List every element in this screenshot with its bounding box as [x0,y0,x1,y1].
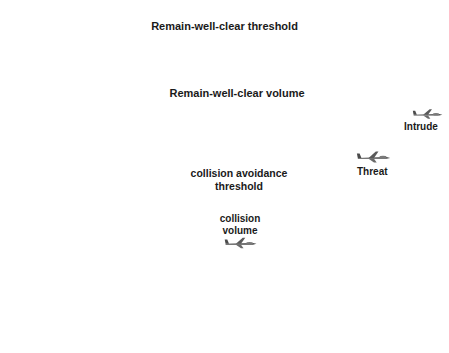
volume-label: collision volume [209,213,271,237]
threat-aircraft [357,152,390,163]
collision-cylinder: collision volume [195,198,285,260]
threshold-cylinder [148,136,330,272]
intruder-aircraft [413,109,443,119]
threshold-cylinder: collision volume collision avoidance thre… [148,136,330,272]
volume-label: Remain-well-clear volume [169,87,304,100]
aircraft-label: Threat [357,166,388,178]
volume-label: collision avoidance threshold [179,167,299,192]
aircraft-label: Intrude [404,121,438,133]
ownship-aircraft [225,238,257,248]
volume-label: Remain-well-clear threshold [151,20,298,33]
volume-cylinder [62,72,412,317]
volume-cylinder: collision volume collision avoidance thre… [62,72,412,317]
